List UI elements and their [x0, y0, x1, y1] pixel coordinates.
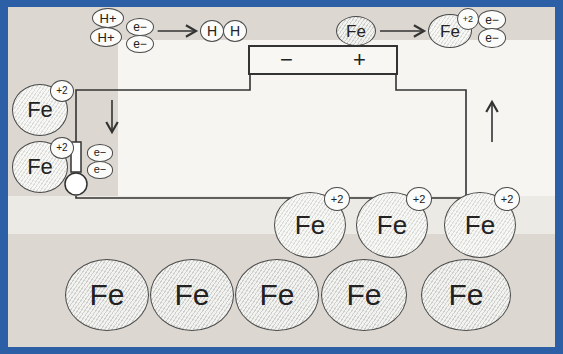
wire [76, 75, 466, 198]
table-ground [8, 7, 555, 347]
charge-circle: +2 [494, 187, 520, 211]
current-arrow [491, 102, 493, 142]
charge-circle: +2 [406, 187, 432, 211]
node-text: e− [133, 21, 147, 33]
atom-circle: Fe [150, 259, 234, 331]
charge-circle: +2 [457, 8, 480, 31]
node-text: Fe [27, 156, 53, 178]
atom-circle: H [223, 20, 247, 42]
node-text: Fe [259, 280, 294, 310]
charge-circle: +2 [50, 137, 74, 159]
node-text: Fe [27, 99, 53, 121]
node-text: H [230, 24, 240, 38]
ion-circle: Fe+2 [12, 141, 68, 193]
node-text: Fe [174, 280, 209, 310]
atom-circle: H [200, 20, 224, 42]
ion-circle: Fe +2 [274, 192, 346, 258]
node-text: H+ [100, 12, 117, 25]
ion-circle: Fe +2 [356, 192, 428, 258]
electron-circle: e− [478, 10, 505, 29]
atom-circle: Fe [321, 259, 407, 331]
atom-circle: Fe [336, 16, 376, 46]
charge-circle: +2 [324, 187, 350, 211]
node-text: Fe [440, 23, 460, 40]
node-text: e− [94, 147, 107, 158]
node-text: Fe [295, 212, 325, 238]
node-text: +2 [56, 86, 67, 96]
atom-circle: Fe [65, 259, 149, 331]
electron-circle: e− [87, 144, 113, 161]
node-text: H [207, 24, 217, 38]
node-text: e− [94, 164, 107, 175]
reaction-arrow [380, 30, 424, 32]
electron-circle: e− [87, 161, 113, 178]
node-text: +2 [501, 194, 514, 205]
ion-circle: H+ [92, 8, 124, 28]
node-text: + [353, 49, 366, 71]
node-text: +2 [413, 194, 426, 205]
paper-sheet [118, 40, 555, 208]
node-text: H+ [98, 31, 115, 44]
node-text: Fe [346, 280, 381, 310]
atom-circle: Fe [421, 259, 511, 331]
ion-circle: Fe +2 [444, 192, 516, 258]
node-text: Fe [89, 280, 124, 310]
electron-circle: e− [126, 35, 153, 53]
ion-circle: Fe+2 [428, 14, 472, 48]
node-text: Fe [465, 212, 495, 238]
node-text: e− [485, 32, 499, 44]
reaction-arrow [158, 30, 196, 32]
node-text: − [280, 49, 293, 71]
node-text: Fe [346, 23, 366, 40]
node-text: Fe [377, 212, 407, 238]
ion-circle: Fe+2 [12, 84, 68, 136]
node-text: +2 [463, 15, 473, 24]
node-text: e− [133, 38, 147, 50]
ion-circle: H+ [90, 27, 122, 47]
node-text: Fe [448, 280, 483, 310]
charge-circle: +2 [50, 80, 74, 102]
wire [76, 75, 250, 142]
atom-circle: Fe [235, 259, 319, 331]
node-text: +2 [331, 194, 344, 205]
electron-circle: e− [126, 18, 153, 36]
bulb-glass [65, 173, 87, 195]
battery-box: −+ [248, 45, 398, 75]
electron-circle: e− [478, 28, 505, 47]
node-text: e− [485, 14, 499, 26]
node-text: +2 [56, 143, 67, 153]
current-arrow [111, 100, 113, 132]
